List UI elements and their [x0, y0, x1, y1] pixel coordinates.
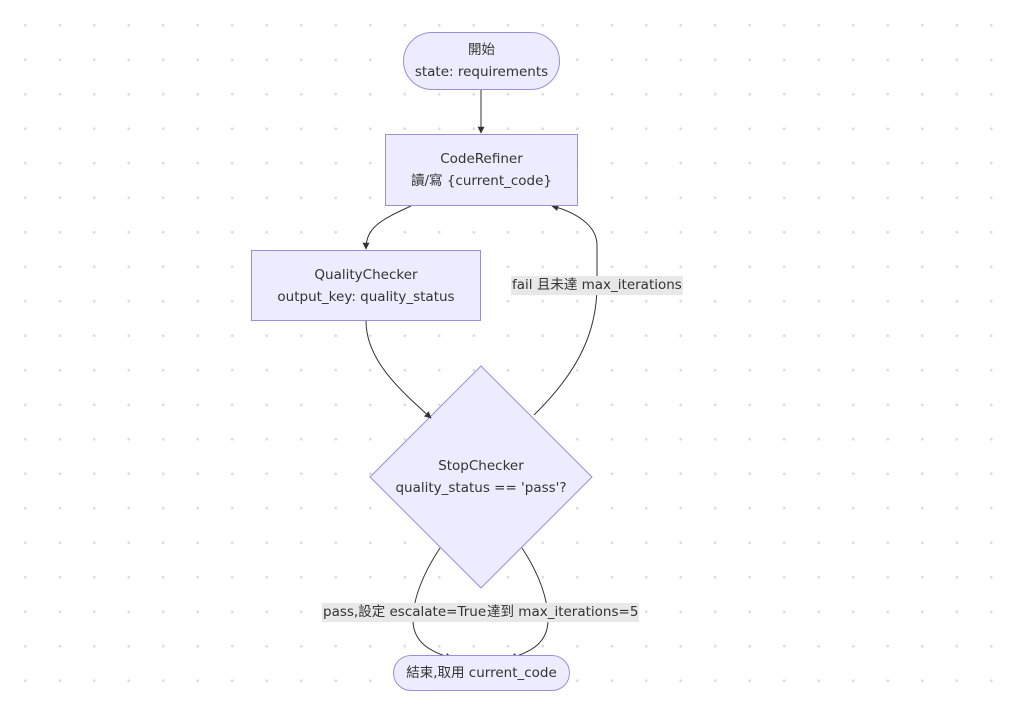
- coderefiner-node-detail: 讀/寫 {current_code}: [410, 173, 553, 189]
- end-node: 結束,取用 current_code: [393, 655, 570, 691]
- edge-label-max-reached: 達到 max_iterations=5: [486, 603, 640, 622]
- qualitychecker-node-title: QualityChecker: [314, 266, 418, 283]
- stopchecker-node-title: StopChecker: [438, 458, 524, 474]
- coderefiner-node: CodeRefiner 讀/寫 {current_code}: [385, 134, 578, 206]
- stopchecker-node: StopChecker quality_status == 'pass'?: [381, 452, 581, 502]
- edge-label-pass: pass,設定 escalate=True: [322, 603, 488, 622]
- stopchecker-node-condition: quality_status == 'pass'?: [395, 480, 567, 496]
- qualitychecker-node-detail: output_key: quality_status: [277, 288, 455, 305]
- edge-stopchecker-to-coderefiner: [533, 204, 598, 416]
- start-node-title: 開始: [468, 42, 495, 58]
- edge-coderefiner-to-qualitychecker: [362, 205, 412, 250]
- edge-qualitychecker-to-stopchecker: [365, 320, 432, 419]
- start-node: 開始 state: requirements: [403, 32, 560, 90]
- edge-label-loop-back: fail 且未達 max_iterations: [511, 276, 683, 295]
- coderefiner-node-title: CodeRefiner: [440, 151, 523, 167]
- qualitychecker-node: QualityChecker output_key: quality_statu…: [251, 250, 481, 321]
- end-node-title: 結束,取用 current_code: [406, 665, 557, 681]
- stop-checker-diamond: [369, 365, 593, 589]
- start-node-state: state: requirements: [414, 64, 549, 80]
